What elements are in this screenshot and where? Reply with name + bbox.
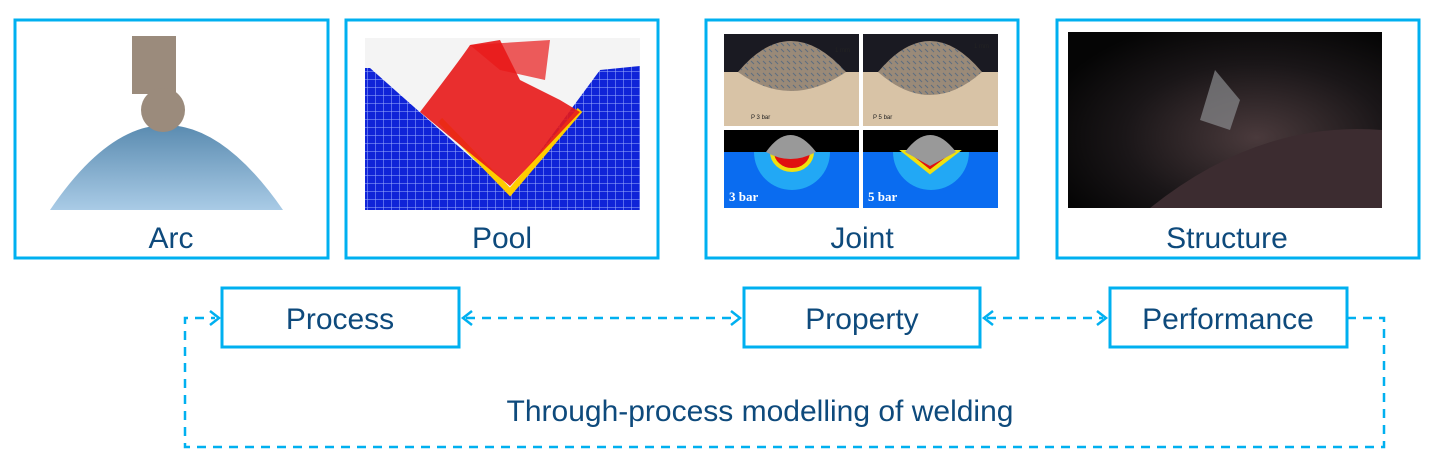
process-property-arrow <box>460 310 743 326</box>
svg-text:Process: Process <box>286 303 394 336</box>
svg-text:1 mm: 1 mm <box>974 44 989 50</box>
svg-text:3 bar: 3 bar <box>729 189 758 204</box>
property-performance-arrow <box>981 310 1109 326</box>
stage-label: Structure <box>1166 222 1288 255</box>
stage-arc: Arc <box>13 18 330 260</box>
stage-label: Joint <box>830 222 894 255</box>
stage-pool: Pool <box>344 18 660 260</box>
performance-box: Performance <box>1108 286 1349 349</box>
property-box: Property <box>742 286 982 349</box>
pool-simulation-image <box>365 38 640 210</box>
svg-text:5 bar: 5 bar <box>868 189 897 204</box>
feedback-loop-arrow <box>183 310 1386 449</box>
joint-micrograph-5bar: 1 mm P 5 bar <box>863 34 998 126</box>
stage-structure: Structure <box>1055 18 1421 260</box>
joint-simulation-5bar: 5 bar <box>863 130 998 208</box>
process-box: Process <box>220 286 461 349</box>
svg-text:P 5 bar: P 5 bar <box>873 115 892 121</box>
svg-text:Property: Property <box>805 303 918 336</box>
stage-label: Pool <box>472 222 532 255</box>
joint-micrograph-3bar: 1 mm P 3 bar <box>724 34 859 126</box>
stage-joint: 1 mm P 3 bar 1 mm P 5 bar 3 bar 5 bar Jo <box>704 18 1020 260</box>
svg-text:Performance: Performance <box>1142 303 1314 336</box>
structure-photo <box>1068 32 1382 208</box>
stage-label: Arc <box>149 222 194 255</box>
caption: Through-process modelling of welding <box>507 395 1014 428</box>
svg-text:P 3 bar: P 3 bar <box>751 115 770 121</box>
joint-simulation-3bar: 3 bar <box>724 130 859 208</box>
arc-illustration <box>50 36 283 210</box>
svg-text:1 mm: 1 mm <box>835 48 850 54</box>
